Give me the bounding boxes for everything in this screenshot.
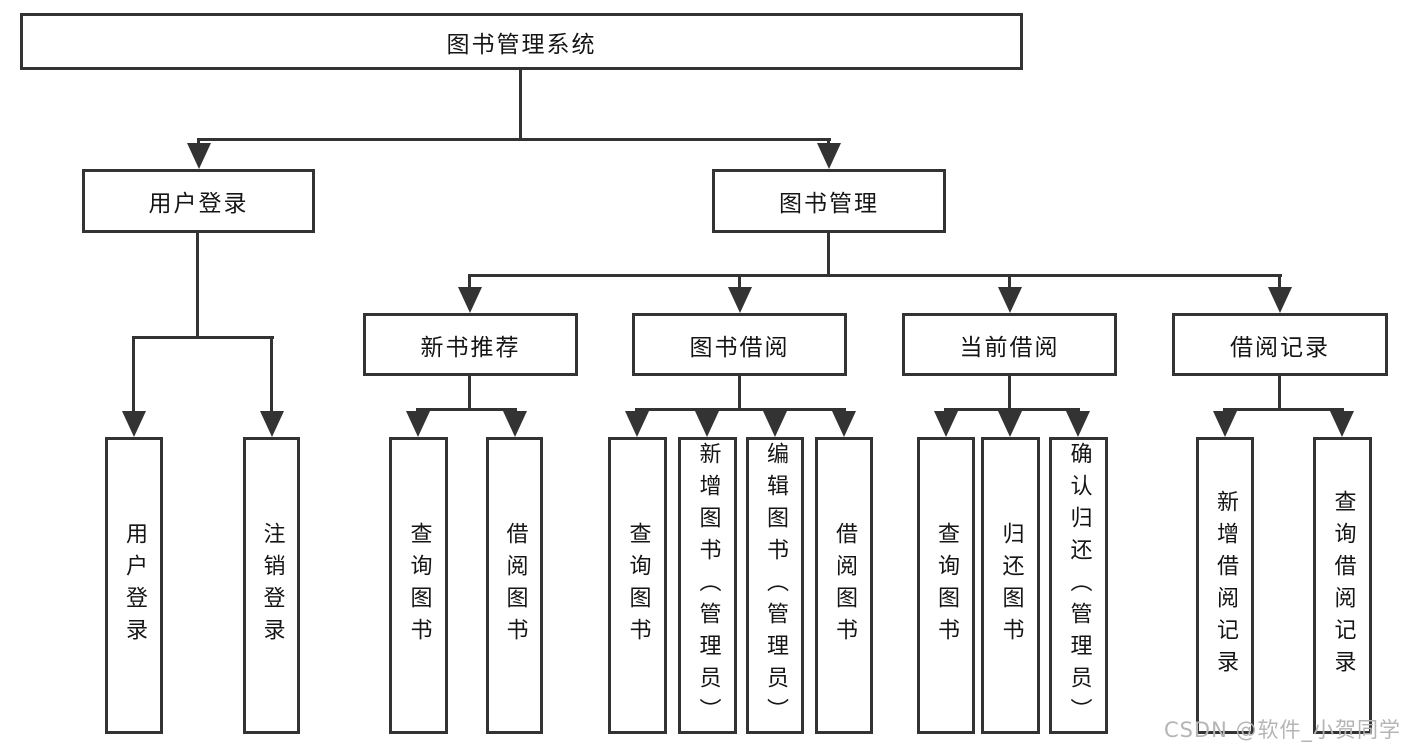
connector-arrow — [1268, 287, 1292, 313]
leaf-node-query-books-borrowing: 查询图书 — [608, 437, 667, 734]
connector-line — [197, 138, 200, 146]
connector-arrow — [1213, 411, 1237, 437]
branch-node-label: 用户登录 — [148, 191, 249, 217]
connector-line — [196, 233, 199, 339]
leaf-node-label: 编辑图书（管理员） — [763, 441, 788, 730]
connector-arrow — [934, 411, 958, 437]
branch-node-user-login: 用户登录 — [82, 169, 315, 233]
section-node-label: 借阅记录 — [1230, 334, 1330, 361]
leaf-node-borrow-books-recommend: 借阅图书 — [486, 437, 543, 734]
leaf-node-borrow-books-borrowing: 借阅图书 — [815, 437, 873, 734]
connector-line — [270, 336, 273, 413]
leaf-node-label: 确认归还（管理员） — [1066, 441, 1092, 730]
leaf-node-label: 查询借阅记录 — [1330, 489, 1356, 682]
connector-arrow — [187, 143, 211, 169]
leaf-node-label: 查询图书 — [625, 521, 651, 650]
leaf-node-query-books-current: 查询图书 — [917, 437, 975, 734]
leaf-node-add-book-admin: 新增图书（管理员） — [678, 437, 737, 734]
connector-line — [1008, 274, 1011, 290]
connector-arrow — [122, 411, 146, 437]
connector-line — [635, 408, 846, 411]
leaf-node-label: 查询图书 — [934, 521, 959, 650]
connector-line — [1278, 376, 1281, 411]
leaf-node-user-login: 用户登录 — [105, 437, 163, 734]
watermark: CSDN @软件_小贺同学 — [1163, 718, 1401, 742]
connector-arrow — [763, 411, 787, 437]
leaf-node-label: 新增借阅记录 — [1213, 489, 1238, 682]
connector-arrow — [458, 287, 482, 313]
branch-node-book-management: 图书管理 — [712, 169, 946, 233]
connector-arrow — [817, 143, 841, 169]
connector-arrow — [625, 411, 649, 437]
connector-arrow — [1066, 411, 1090, 437]
connector-line — [468, 274, 1282, 277]
connector-line — [416, 408, 517, 411]
connector-arrow — [832, 411, 856, 437]
connector-line — [738, 376, 741, 411]
connector-arrow — [1330, 411, 1354, 437]
leaf-node-label: 注销登录 — [259, 521, 285, 650]
leaf-node-label: 借阅图书 — [832, 521, 857, 650]
root-node-label: 图书管理系统 — [446, 31, 597, 58]
leaf-node-edit-book-admin: 编辑图书（管理员） — [746, 437, 804, 734]
section-node-label: 图书借阅 — [689, 334, 790, 361]
leaf-node-confirm-return-admin: 确认归还（管理员） — [1049, 437, 1108, 734]
connector-line — [1008, 376, 1011, 411]
leaf-node-label: 查询图书 — [406, 521, 432, 650]
leaf-node-query-borrow-record: 查询借阅记录 — [1313, 437, 1372, 734]
connector-arrow — [695, 411, 719, 437]
section-node-label: 新书推荐 — [420, 334, 521, 361]
leaf-node-logout: 注销登录 — [243, 437, 300, 734]
connector-arrow — [728, 287, 752, 313]
connector-line — [1278, 274, 1281, 290]
connector-line — [738, 274, 741, 290]
connector-line — [468, 376, 471, 411]
connector-line — [132, 336, 274, 339]
branch-node-label: 图书管理 — [779, 191, 879, 217]
leaf-node-label: 归还图书 — [998, 521, 1024, 650]
connector-line — [197, 138, 831, 141]
section-node-label: 当前借阅 — [959, 334, 1060, 361]
section-node-current-borrowing: 当前借阅 — [902, 313, 1117, 376]
connector-arrow — [998, 287, 1022, 313]
connector-line — [519, 70, 522, 140]
leaf-node-add-borrow-record: 新增借阅记录 — [1196, 437, 1254, 734]
connector-arrow — [260, 411, 284, 437]
leaf-node-label: 用户登录 — [122, 521, 147, 650]
connector-arrow — [998, 411, 1022, 437]
connector-arrow — [406, 411, 430, 437]
leaf-node-return-book: 归还图书 — [981, 437, 1040, 734]
connector-line — [944, 408, 1080, 411]
connector-line — [1223, 408, 1344, 411]
section-node-new-book-recommend: 新书推荐 — [363, 313, 578, 376]
section-node-borrowing-records: 借阅记录 — [1172, 313, 1388, 376]
leaf-node-label: 借阅图书 — [502, 521, 528, 650]
leaf-node-query-books-recommend: 查询图书 — [389, 437, 448, 734]
connector-line — [827, 138, 830, 146]
root-node-library-management-system: 图书管理系统 — [20, 13, 1023, 70]
connector-arrow — [503, 411, 527, 437]
connector-line — [132, 336, 135, 413]
connector-line — [827, 233, 830, 277]
section-node-book-borrowing: 图书借阅 — [632, 313, 847, 376]
leaf-node-label: 新增图书（管理员） — [695, 441, 721, 730]
connector-line — [468, 274, 471, 290]
